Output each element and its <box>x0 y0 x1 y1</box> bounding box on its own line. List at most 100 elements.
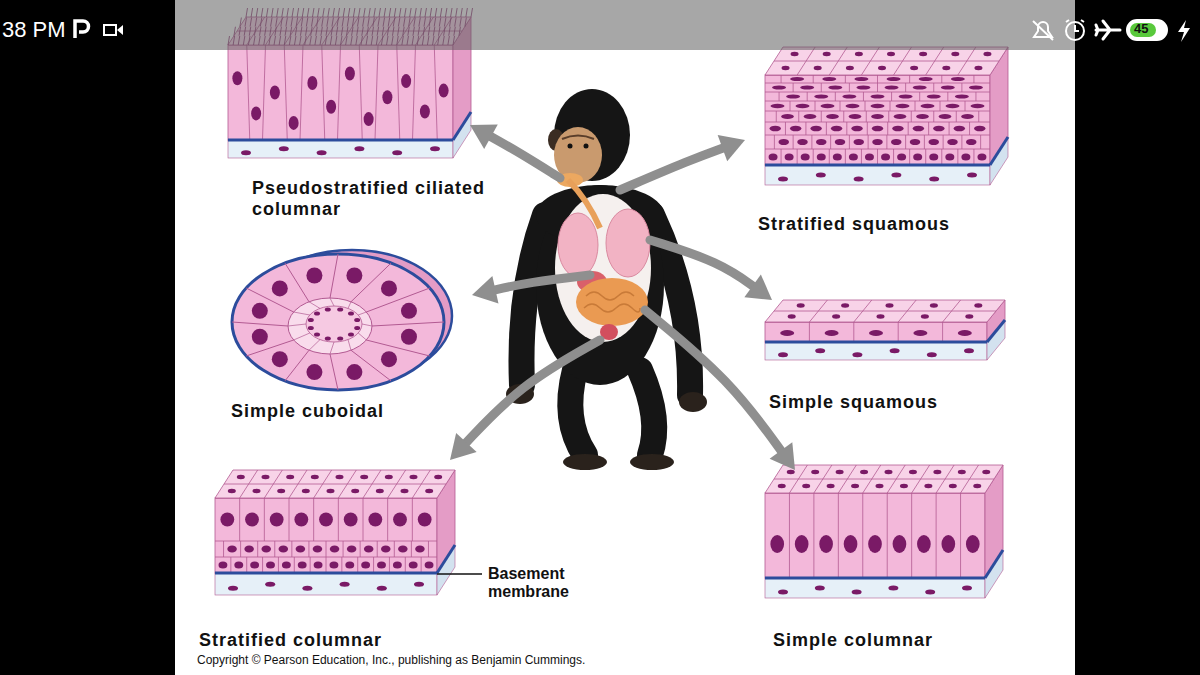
cell-border <box>781 149 782 165</box>
cell-border <box>924 135 925 149</box>
cell-border <box>348 340 351 351</box>
tissue-type-label: Simple cuboidal <box>231 401 384 422</box>
app-icon <box>75 21 89 38</box>
basement-membrane-line <box>765 577 985 580</box>
connective-nucleus <box>891 173 901 178</box>
cell-nucleus <box>439 84 449 98</box>
cell-nucleus <box>811 470 819 474</box>
cell-border <box>911 111 912 122</box>
connective-nucleus <box>888 586 898 591</box>
epithelium-top <box>215 470 455 498</box>
cell-border <box>338 45 341 140</box>
cell-border <box>829 149 830 165</box>
cell-border <box>412 498 413 541</box>
cell-border <box>413 45 416 140</box>
cell-nucleus <box>947 139 958 145</box>
epithelium-front <box>215 498 437 573</box>
cell-nucleus <box>348 333 354 337</box>
cell-nucleus <box>354 326 360 330</box>
cell-nucleus <box>933 126 944 132</box>
cell-nucleus <box>393 562 402 569</box>
cell-border <box>821 111 822 122</box>
cell-nucleus <box>827 484 835 488</box>
connective-nucleus <box>962 586 972 591</box>
cell-nucleus <box>941 86 955 90</box>
cell-nucleus <box>869 330 883 336</box>
cell-border <box>246 340 293 356</box>
cell-border <box>389 557 390 573</box>
connective-nucleus <box>816 173 826 178</box>
cell-nucleus <box>220 513 234 527</box>
cell-nucleus <box>819 535 833 553</box>
connective-tissue <box>765 342 987 360</box>
cell-nucleus <box>842 95 856 99</box>
cell-nucleus <box>973 484 981 488</box>
cell-border <box>908 122 909 135</box>
connective-nucleus <box>377 586 387 591</box>
cell-nucleus <box>913 153 922 160</box>
cell-border <box>309 340 320 351</box>
basement-membrane-line <box>215 572 437 575</box>
cell-nucleus <box>398 546 408 553</box>
cell-border <box>224 484 446 485</box>
cell-border <box>357 557 358 573</box>
chimp-limb <box>640 370 654 455</box>
cell-border <box>915 101 916 111</box>
cell-nucleus <box>855 52 863 56</box>
cell-border <box>262 557 263 573</box>
epithelium-front <box>765 322 987 342</box>
cell-border <box>263 45 266 140</box>
cell-border <box>300 45 303 140</box>
chimp-hand-foot <box>630 454 674 470</box>
intestine-folds <box>584 292 640 312</box>
cell-nucleus <box>899 95 913 99</box>
cell-nucleus <box>851 126 862 132</box>
cell-border <box>789 493 790 578</box>
connective-nucleus <box>815 348 825 353</box>
cell-border <box>949 122 950 135</box>
cell-nucleus <box>308 318 314 322</box>
cell-nucleus <box>311 475 319 479</box>
cell-nucleus <box>337 336 343 340</box>
status-time: 38 PM <box>2 17 66 42</box>
tissue-type-label: Simple squamous <box>769 392 938 413</box>
cell-nucleus <box>313 546 323 553</box>
chimp-hand-foot <box>563 454 607 470</box>
cell-border <box>774 311 996 312</box>
cell-border <box>343 541 344 557</box>
cell-nucleus <box>244 546 254 553</box>
cell-border <box>264 498 265 541</box>
cell-nucleus <box>272 280 288 296</box>
cell-nucleus <box>800 86 814 90</box>
connective-tissue <box>228 140 453 158</box>
cell-nucleus <box>919 77 933 81</box>
cell-nucleus <box>969 86 983 90</box>
pointer-arrow-head <box>470 124 498 148</box>
cell-border <box>853 322 854 342</box>
cell-nucleus <box>816 139 827 145</box>
cell-border <box>397 45 400 140</box>
image-ground <box>175 0 1075 675</box>
cell-nucleus <box>929 153 938 160</box>
tissue-type-label: Stratified columnar <box>199 630 382 651</box>
connective-nucleus <box>925 590 935 595</box>
cell-nucleus <box>232 71 242 85</box>
pointer-arrow-shaft <box>650 240 757 289</box>
cell-nucleus <box>954 126 965 132</box>
cell-border <box>793 135 794 149</box>
cell-nucleus <box>955 95 969 99</box>
cell-nucleus <box>401 489 409 493</box>
connective-nucleus <box>241 150 251 155</box>
cell-border <box>898 322 899 342</box>
cell-border <box>877 75 878 83</box>
chimp-torso <box>536 185 664 385</box>
cell-nucleus <box>891 139 902 145</box>
cell-border <box>940 101 941 111</box>
cell-nucleus <box>780 330 794 336</box>
cell-border <box>960 493 961 578</box>
cell-nucleus <box>958 470 966 474</box>
cell-border <box>867 122 868 135</box>
basement-membrane-line <box>228 139 453 142</box>
alarm-hands <box>1066 20 1084 31</box>
cell-nucleus <box>946 104 960 108</box>
